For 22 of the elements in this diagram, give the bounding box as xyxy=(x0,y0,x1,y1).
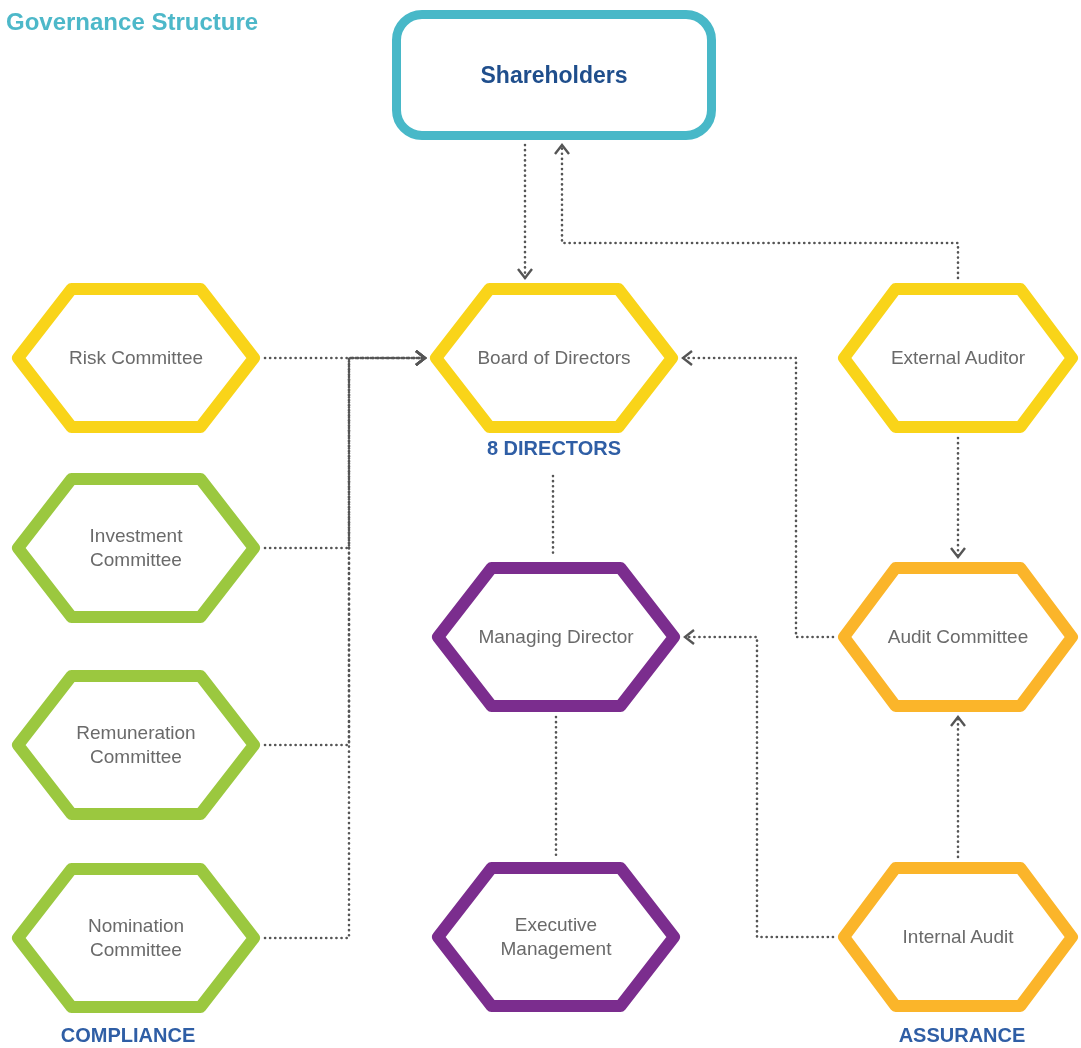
dotted-arrow xyxy=(263,349,427,940)
dotted-arrow xyxy=(681,349,835,639)
node-label: Managing Director xyxy=(477,625,635,649)
dotted-arrow xyxy=(949,436,967,559)
node-title: Shareholders xyxy=(480,61,628,89)
dotted-arrow xyxy=(949,715,967,859)
node-label: Executive Management xyxy=(499,913,613,961)
node-label: Remuneration Committee xyxy=(75,721,197,769)
group-label: COMPLIANCE xyxy=(60,1024,196,1047)
dotted-arrow xyxy=(516,143,534,280)
dotted-arrow xyxy=(553,143,960,280)
node-label: Internal Audit xyxy=(901,925,1015,949)
node-label: Investment Committee xyxy=(88,524,184,572)
node-label: Nomination Committee xyxy=(86,914,186,962)
caption-text: 8 DIRECTORS xyxy=(485,437,623,460)
diagram-title: Governance Structure xyxy=(6,8,259,36)
node-label: External Auditor xyxy=(889,346,1027,370)
node-label: Board of Directors xyxy=(476,346,632,370)
node-label: Risk Committee xyxy=(67,346,205,370)
dotted-arrow xyxy=(683,628,835,939)
node-label: Audit Committee xyxy=(886,625,1030,649)
group-label: ASSURANCE xyxy=(898,1024,1026,1047)
